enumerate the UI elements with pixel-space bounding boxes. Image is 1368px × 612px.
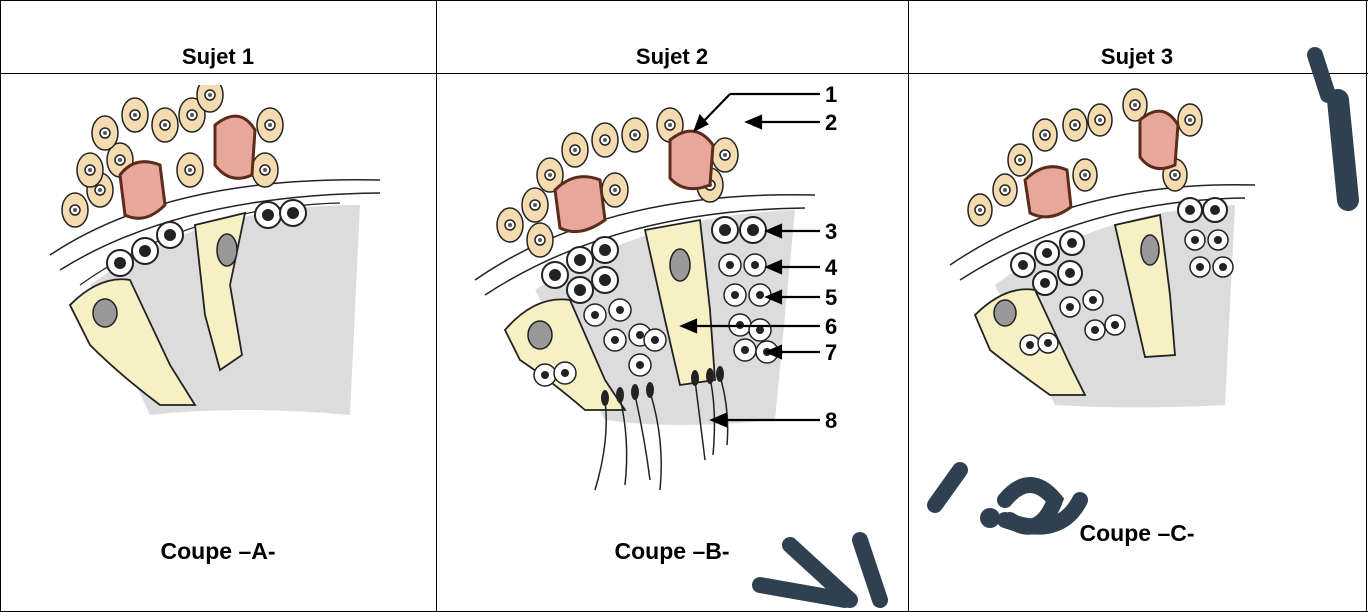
seminiferous-tubule-drawing-b: 1 2 3 4 5 6 7 8 [455, 80, 875, 500]
label-1: 1 [825, 82, 837, 107]
caption-coupe-b: Coupe –B- [436, 538, 908, 565]
caption-coupe-a: Coupe –A- [0, 538, 436, 565]
label-6: 6 [825, 314, 837, 339]
label-4: 4 [825, 255, 838, 280]
column-divider-1 [436, 0, 437, 612]
header-sujet-2: Sujet 2 [436, 44, 908, 70]
label-8: 8 [825, 408, 837, 433]
table-border-right [1366, 0, 1367, 612]
caption-coupe-c: Coupe –C- [908, 520, 1366, 547]
seminiferous-tubule-drawing-a [20, 85, 420, 425]
label-5: 5 [825, 285, 837, 310]
header-sujet-1: Sujet 1 [0, 44, 436, 70]
label-3: 3 [825, 219, 837, 244]
label-2: 2 [825, 110, 837, 135]
label-7: 7 [825, 340, 837, 365]
seminiferous-tubule-drawing-c [935, 85, 1265, 415]
header-divider [0, 73, 1368, 74]
header-sujet-3: Sujet 3 [908, 44, 1366, 70]
table-border-top [0, 0, 1368, 1]
table-border-left [0, 0, 1, 612]
